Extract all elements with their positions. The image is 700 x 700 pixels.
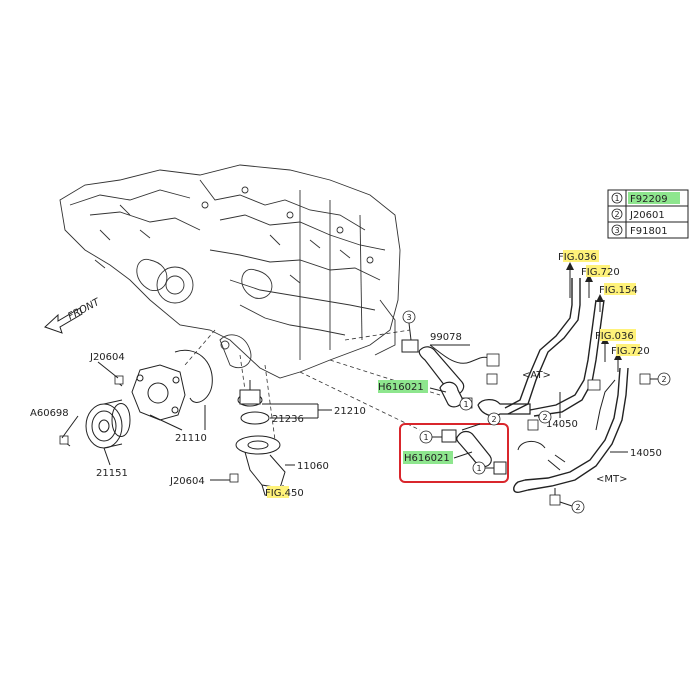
label-21110: 21110: [175, 433, 207, 444]
legend-num-1: 1: [614, 194, 619, 203]
callout-3: 3: [406, 313, 411, 322]
label-a60698: A60698: [30, 408, 69, 419]
label-21210: 21210: [334, 406, 366, 417]
label-j20604-top: J20604: [89, 352, 125, 363]
label-21151: 21151: [96, 468, 128, 479]
label-fig720-a: FIG.720: [581, 267, 620, 278]
callout-1-top: 1: [463, 400, 468, 409]
upper-hose-assembly: [401, 310, 531, 417]
label-j20604-bottom: J20604: [169, 476, 205, 487]
thermostat-housing: [229, 380, 286, 498]
label-fig036-a: FIG.036: [558, 252, 597, 263]
water-pump-assembly: [59, 349, 213, 449]
label-fig154: FIG.154: [599, 285, 638, 296]
highlighted-hose-box: [399, 423, 509, 483]
front-arrow: FRONT: [44, 296, 102, 334]
label-fig450: FIG.450: [265, 488, 304, 499]
label-11060: 11060: [297, 461, 329, 472]
label-h616021-top: H616021: [378, 382, 424, 393]
label-h616021-box: H616021: [404, 453, 450, 464]
label-mt: <MT>: [596, 474, 628, 485]
legend-num-2: 2: [614, 210, 619, 219]
label-14050-a: 14050: [546, 419, 578, 430]
callout-2-near-box: 2: [491, 415, 496, 424]
callout-2-mid: 2: [542, 413, 547, 422]
dashed-leaders: [184, 329, 441, 441]
label-fig720-b: FIG.720: [611, 346, 650, 357]
front-label: FRONT: [66, 296, 102, 322]
engine-block-drawing: [59, 164, 401, 379]
legend-table: 1 2 3 F92209 J20601 F91801: [607, 189, 689, 239]
label-99078: 99078: [430, 332, 462, 343]
callout-2-bottom: 2: [575, 503, 580, 512]
legend-code-2: J20601: [629, 210, 665, 221]
legend-num-3: 3: [614, 226, 619, 235]
callout-1-box-top: 1: [423, 433, 428, 442]
legend-code-1: F92209: [630, 194, 668, 205]
callout-2-right: 2: [661, 375, 666, 384]
label-14050-b: 14050: [630, 448, 662, 459]
label-at: <AT>: [522, 370, 551, 381]
callout-1-box-bottom: 1: [476, 464, 481, 473]
label-fig036-b: FIG.036: [595, 331, 634, 342]
label-21236: 21236: [272, 414, 304, 425]
coolant-pipes: [504, 278, 651, 506]
legend-code-3: F91801: [630, 226, 668, 237]
